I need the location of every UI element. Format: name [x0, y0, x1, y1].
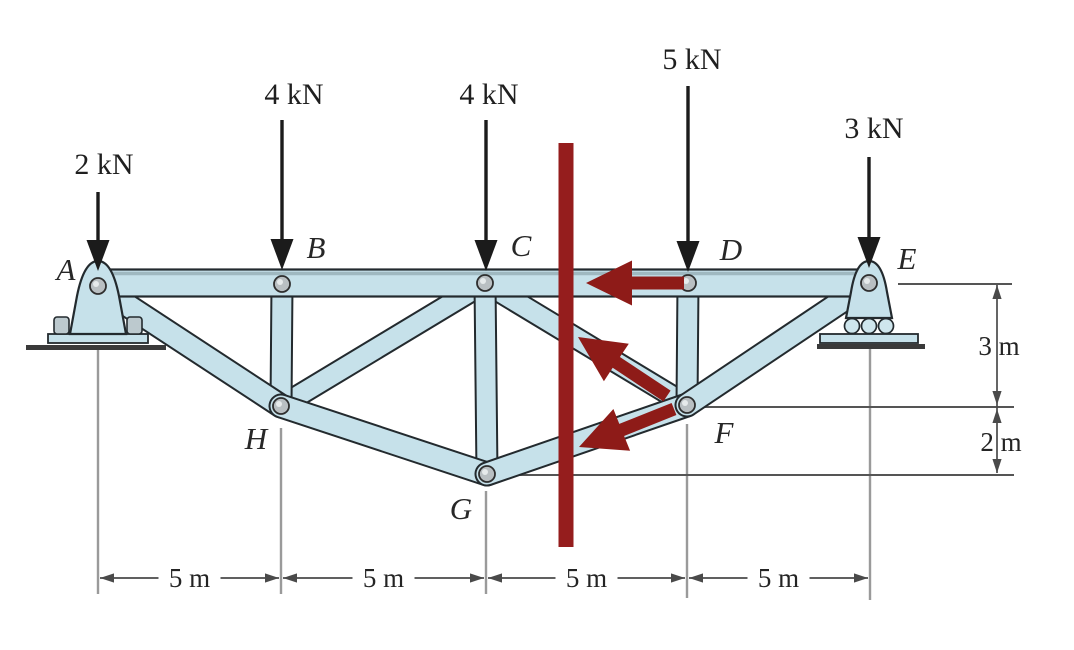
node-label-E: E: [897, 241, 917, 276]
roller: [860, 317, 878, 335]
node-label-A: A: [55, 252, 77, 287]
roller: [877, 317, 895, 335]
load-label: 4 kN: [264, 78, 323, 111]
anchor-bolt-right: [126, 316, 143, 335]
pin-highlight-B: [277, 279, 283, 285]
dim-label-span: 5 m: [758, 563, 799, 593]
dim-arrow-left: [283, 573, 297, 583]
member-DF: [677, 273, 698, 415]
dim-arrow-down: [992, 459, 1002, 473]
load-label: 3 kN: [844, 112, 903, 145]
dim-arrow-up: [992, 285, 1002, 299]
pin-highlight-H: [276, 401, 282, 407]
member-AH: [87, 275, 292, 417]
force-arrow-cut-force-diagonal: [578, 337, 671, 402]
load-arrow-head: [857, 237, 881, 268]
dim-arrow-right: [671, 573, 685, 583]
node-label-G: G: [450, 491, 472, 526]
pin-highlight-D: [683, 278, 689, 284]
member-HC: [271, 273, 495, 416]
dim-arrow-right: [470, 573, 484, 583]
load-arrow-head: [270, 239, 294, 270]
node-label-D: D: [719, 232, 742, 267]
anchor-bolt-left: [53, 316, 70, 335]
node-label-B: B: [307, 230, 326, 265]
force-arrow-cut-force-bottom-chord: [579, 403, 677, 451]
load-label: 2 kN: [74, 148, 133, 181]
dim-label-3m: 3 m: [978, 331, 1019, 361]
pin-highlight-C: [480, 278, 486, 284]
pin-highlight-A: [93, 281, 99, 287]
dim-arrow-down: [992, 391, 1002, 405]
load-arrow-head: [474, 240, 498, 271]
dim-label-2m: 2 m: [980, 427, 1021, 457]
load-arrow-head: [86, 240, 110, 271]
pin-highlight-G: [482, 469, 488, 475]
dim-arrow-right: [854, 573, 868, 583]
dim-arrow-left: [100, 573, 114, 583]
dim-label-mask: [352, 562, 415, 592]
dim-arrow-up: [992, 409, 1002, 423]
member-BH: [271, 274, 292, 416]
load-label: 4 kN: [459, 78, 518, 111]
node-label-F: F: [714, 415, 735, 450]
ground-line-E: [817, 344, 925, 349]
member-HG: [270, 395, 498, 485]
dim-arrow-left: [689, 573, 703, 583]
base-plate-A: [47, 333, 149, 344]
ground-line-A: [26, 345, 166, 350]
dim-label-span: 5 m: [363, 563, 404, 593]
pin-highlight-E: [864, 278, 870, 284]
node-label-H: H: [244, 421, 269, 456]
member-FE: [676, 272, 880, 416]
load-arrow-head: [676, 241, 700, 272]
dim-arrow-left: [488, 573, 502, 583]
roller: [843, 317, 861, 335]
base-plate-E: [819, 333, 919, 344]
load-label: 5 kN: [662, 43, 721, 76]
dim-label-mask: [747, 562, 810, 592]
section-cut-line: [558, 143, 574, 547]
node-label-C: C: [511, 228, 532, 263]
dim-label-mask: [158, 562, 221, 592]
dim-label-span: 5 m: [566, 563, 607, 593]
dim-arrow-right: [265, 573, 279, 583]
dim-label-mask: [555, 562, 618, 592]
pin-highlight-F: [682, 400, 688, 406]
dim-label-span: 5 m: [169, 563, 210, 593]
member-CG: [475, 273, 497, 484]
force-arrow-cut-force-top-chord: [586, 260, 684, 306]
